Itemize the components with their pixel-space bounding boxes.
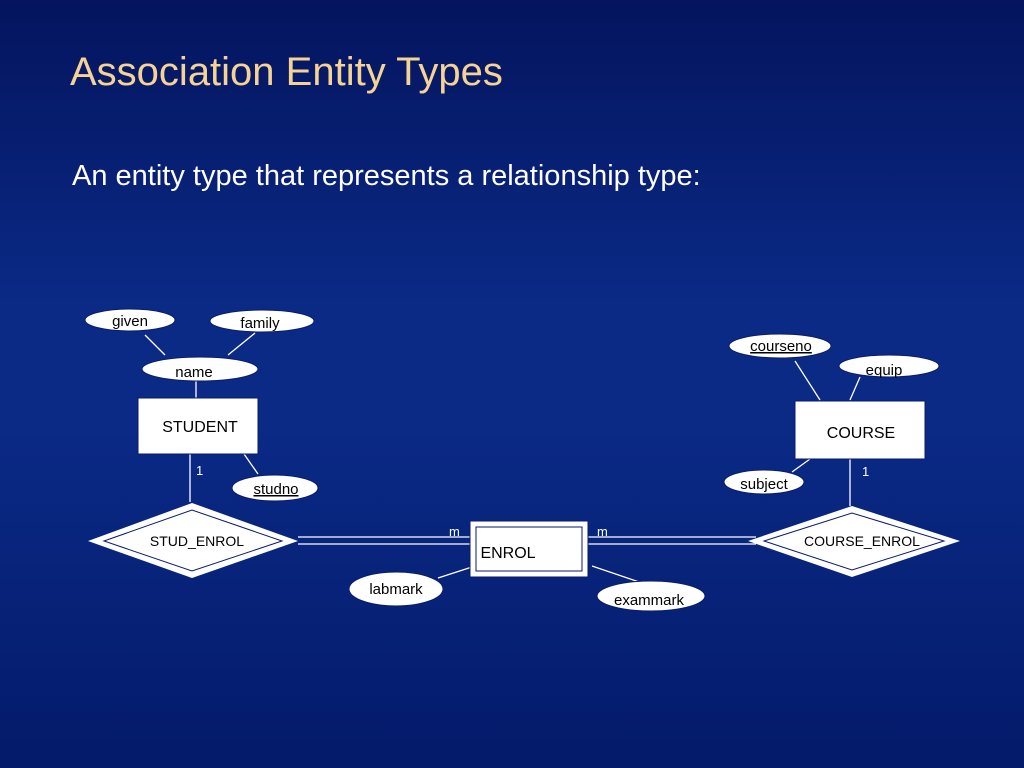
student-to-studno-line [243,453,259,475]
subject-to-course-line [791,458,811,473]
cardinality-student: 1 [196,463,203,478]
attribute-equip: equip [838,354,940,379]
attribute-given: given [84,308,176,332]
entity-student-box [137,397,259,455]
attribute-family: family [209,309,315,333]
attribute-equip-label: equip [866,362,903,379]
given-to-name-line [144,334,166,356]
attribute-family-shape [209,309,315,333]
labmark-to-enrol-line [437,566,473,579]
relationship-course-enrol-label: COURSE_ENROL [804,533,920,549]
attribute-subject-shape [723,469,805,495]
attribute-labmark-shape [348,571,444,607]
relationship-course-enrol-diamond [748,506,960,577]
entity-enrol-inner-box [475,526,583,572]
relationship-stud-enrol-label: STUD_ENROL [150,533,244,549]
attribute-labmark-label: labmark [369,581,423,598]
attribute-courseno-shape [728,333,832,359]
attribute-labmark: labmark [348,571,444,607]
slide-subtitle: An entity type that represents a relatio… [72,160,701,192]
relationship-course-enrol-inner-diamond [762,512,946,571]
entity-enrol-label: ENROL [480,545,535,562]
attribute-given-label: given [112,313,148,330]
attribute-studno-label: studno [253,481,298,498]
exammark-to-enrol-line [591,565,643,584]
attribute-studno: studno [231,474,319,502]
cardinality-course: 1 [862,464,869,479]
attribute-name: name [141,356,259,382]
attribute-equip-shape [838,354,940,378]
attribute-courseno: courseno [728,333,832,359]
slide-title: Association Entity Types [70,50,503,94]
attribute-given-shape [84,308,176,332]
relationship-stud-enrol: STUD_ENROL [88,503,298,578]
attribute-studno-shape [231,474,319,502]
attribute-exammark-shape [596,580,706,612]
entity-course-box [794,400,926,460]
cardinality-enrol-right: m [597,524,608,539]
relationship-stud-enrol-inner-diamond [102,509,284,572]
attribute-subject: subject [723,469,805,495]
attribute-subject-label: subject [740,476,788,493]
attribute-exammark: exammark [596,580,706,612]
attribute-name-shape [141,356,259,382]
entity-course-label: COURSE [827,425,895,442]
relationship-course-enrol: COURSE_ENROL [748,506,960,577]
relationship-stud-enrol-diamond [88,503,298,578]
entity-student-label: STUDENT [162,419,238,436]
courseno-to-course-line [794,360,821,401]
attribute-exammark-label: exammark [614,592,685,609]
attribute-name-label: name [175,364,213,381]
attribute-courseno-label: courseno [750,338,812,355]
entity-enrol-outer-box [469,520,589,578]
equip-to-course-line [849,376,861,401]
connector-lines [144,332,861,584]
family-to-name-line [227,332,256,356]
cardinality-enrol-left: m [449,524,460,539]
entity-student: STUDENT [137,397,259,455]
entity-course: COURSE [794,400,926,460]
entity-enrol: ENROL [469,520,589,578]
attribute-family-label: family [240,315,280,332]
